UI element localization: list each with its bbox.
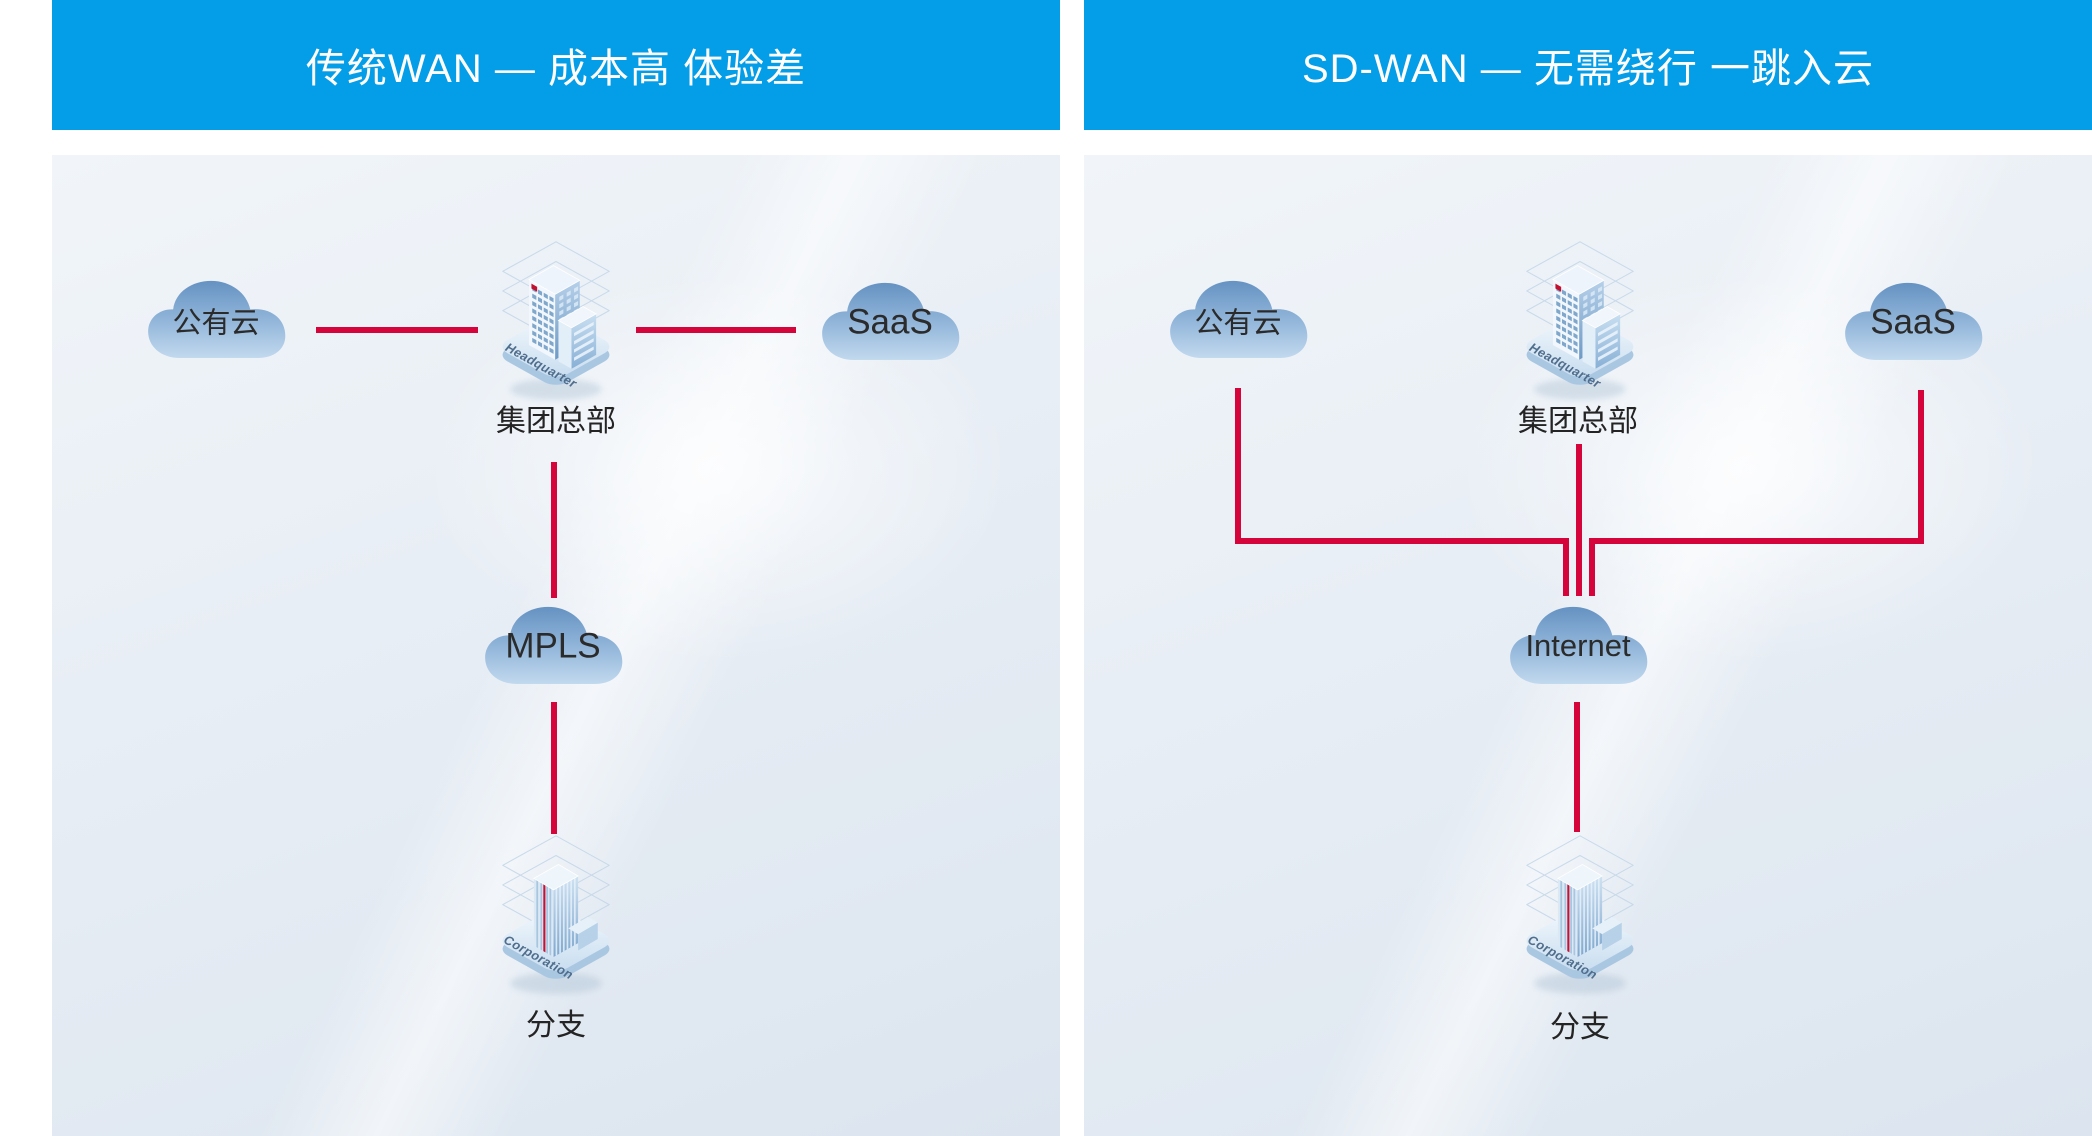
left-saas-cloud-icon: SaaS: [815, 272, 965, 368]
right-headquarter-building-icon: Headquarter: [1510, 232, 1650, 404]
left-public-cloud-label: 公有云: [172, 307, 260, 340]
traditional-wan-header: 传统WAN — 成本高 体验差: [52, 0, 1060, 130]
right-branch-label: 分支: [1550, 1011, 1610, 1044]
left-saas-cloud-label: SaaS: [847, 302, 933, 342]
sdwan-title: SD-WAN — 无需绕行 一跳入云: [1301, 47, 1875, 91]
mpls-cloud-label: MPLS: [505, 626, 601, 666]
right-saas-cloud-icon: SaaS: [1838, 272, 1988, 368]
mpls-cloud-icon: MPLS: [478, 596, 628, 692]
right-public-cloud-icon: 公有云: [1163, 270, 1313, 366]
left-branch-label: 分支: [526, 1009, 586, 1042]
line-right-elbow-into-internet: [1589, 538, 1595, 596]
traditional-wan-title: 传统WAN — 成本高 体验差: [305, 47, 807, 91]
right-branch-building-icon: Corporation: [1510, 826, 1650, 998]
line-hq-to-saas: [636, 327, 796, 333]
line-internet-to-branch: [1574, 702, 1580, 832]
right-saas-cloud-label: SaaS: [1870, 302, 1956, 342]
internet-cloud-icon: Internet: [1503, 596, 1653, 692]
left-headquarter-building-icon: Headquarter: [486, 232, 626, 404]
line-mpls-to-branch: [551, 702, 557, 834]
right-hq-label: 集团总部: [1518, 405, 1638, 438]
sdwan-header: SD-WAN — 无需绕行 一跳入云: [1084, 0, 2092, 130]
left-branch-building-icon: Corporation: [486, 826, 626, 998]
line-left-elbow-into-internet: [1563, 538, 1569, 596]
line-saas-down: [1918, 390, 1924, 544]
line-saas-horizontal: [1589, 538, 1921, 544]
left-public-cloud-icon: 公有云: [141, 270, 291, 366]
line-publiccloud-down: [1235, 388, 1241, 544]
line-publiccloud-horizontal: [1235, 538, 1569, 544]
line-publiccloud-to-hq: [316, 327, 478, 333]
line-hq-to-mpls: [551, 462, 557, 598]
right-public-cloud-label: 公有云: [1194, 307, 1282, 340]
left-hq-label: 集团总部: [496, 405, 616, 438]
line-hq-to-internet: [1576, 444, 1582, 596]
internet-cloud-label: Internet: [1525, 628, 1631, 664]
